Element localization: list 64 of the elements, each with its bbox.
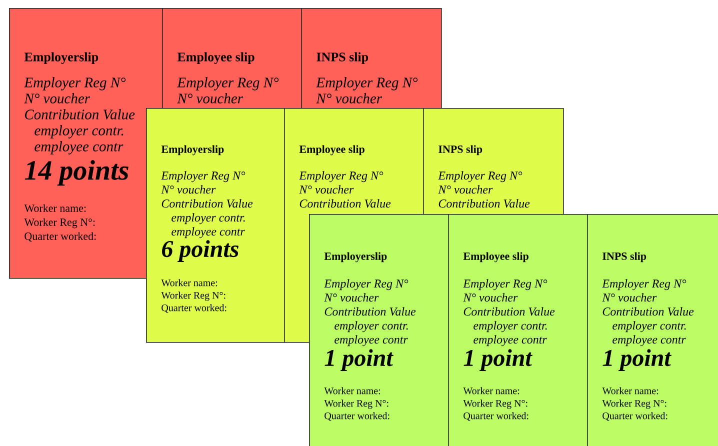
field-label: Worker Reg N°: <box>161 292 226 301</box>
field-label: Employer Reg N° <box>602 279 686 290</box>
field-label: employee contr <box>34 141 124 154</box>
field-label: Quarter worked: <box>602 412 668 421</box>
field-label: Worker name: <box>24 204 86 212</box>
field-label: employee contr <box>474 335 547 346</box>
field-label: Employer Reg N° <box>177 77 279 90</box>
slip-title: INPS slip <box>602 252 646 262</box>
field-label: Worker name: <box>463 387 520 394</box>
slip-title: Employerslip <box>324 252 387 262</box>
field-label: Worker Reg N°: <box>463 400 528 409</box>
field-label: Quarter worked: <box>324 412 390 421</box>
points-value: 1 point <box>602 349 672 371</box>
field-label: Contribution Value <box>300 199 391 208</box>
field-label: employer contr. <box>612 321 686 332</box>
field-label: Worker name: <box>602 387 658 394</box>
field-label: Quarter worked: <box>24 232 96 242</box>
field-label: Employer Reg N° <box>299 171 384 182</box>
field-label: N° voucher <box>161 185 216 194</box>
points-value: 1 point <box>464 349 532 371</box>
slip-title: INPS slip <box>438 145 482 156</box>
slip-title: Employee slip <box>177 52 254 64</box>
field-label: N° voucher <box>463 293 518 302</box>
field-label: N° voucher <box>324 293 379 302</box>
slip-title: Employerslip <box>161 145 224 156</box>
points-value: 14 points <box>24 160 128 186</box>
field-label: Employer Reg N° <box>438 171 522 182</box>
field-label: Employer Reg N° <box>161 171 246 182</box>
field-label: N° voucher <box>24 93 90 104</box>
field-label: Worker Reg N°: <box>24 218 95 228</box>
field-label: Employer Reg N° <box>324 279 408 290</box>
field-label: N° voucher <box>438 185 493 194</box>
field-label: employee contr <box>172 227 245 238</box>
field-label: Quarter worked: <box>464 412 528 421</box>
field-label: N° voucher <box>177 93 244 104</box>
slip-title: Employee slip <box>299 145 364 156</box>
field-label: N° voucher <box>299 185 354 194</box>
field-label: Contribution Value <box>464 307 555 316</box>
points-value: 1 point <box>324 349 394 371</box>
field-label: Quarter worked: <box>162 304 226 313</box>
field-label: employer contr. <box>34 125 124 138</box>
field-label: Worker Reg N°: <box>324 400 388 409</box>
field-label: employer contr. <box>172 213 245 224</box>
field-label: N° voucher <box>316 93 382 104</box>
field-label: employer contr. <box>334 321 408 332</box>
slip-title: INPS slip <box>316 52 368 64</box>
field-label: N° voucher <box>602 293 657 302</box>
field-label: Employer Reg N° <box>24 77 126 90</box>
field-label: Worker name: <box>161 279 218 286</box>
field-label: Contribution Value <box>602 307 694 316</box>
field-label: Worker Reg N°: <box>602 400 666 409</box>
field-label: Contribution Value <box>162 199 253 208</box>
slip-title: Employee slip <box>463 252 528 262</box>
field-label: Contribution Value <box>324 307 416 316</box>
field-label: Contribution Value <box>438 199 530 208</box>
field-label: Worker name: <box>324 387 380 394</box>
field-label: Employer Reg N° <box>463 279 548 290</box>
field-label: Contribution Value <box>25 109 135 120</box>
field-label: Employer Reg N° <box>316 77 418 90</box>
field-label: employer contr. <box>474 321 547 332</box>
slip-title: Employerslip <box>24 52 98 64</box>
field-label: employee contr <box>334 335 408 346</box>
points-value: 6 points <box>162 240 238 262</box>
field-label: employee contr <box>612 335 686 346</box>
